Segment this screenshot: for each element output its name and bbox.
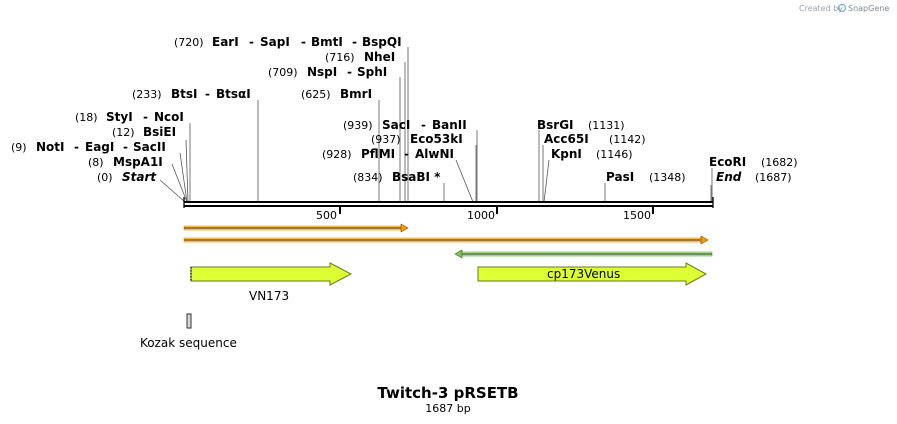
site-start: Start	[122, 170, 157, 184]
site-enzyme: BanII	[432, 118, 467, 132]
site-enzyme: EagI	[85, 140, 114, 154]
orf-2	[183, 235, 709, 245]
site-enzyme: NcoI	[154, 110, 184, 124]
separator: -	[352, 35, 357, 49]
site-pos: (1131)	[588, 119, 625, 132]
site-enzyme: SapI	[260, 35, 290, 49]
site-pos: (9)	[11, 141, 27, 154]
site-pos: (834)	[353, 171, 383, 184]
scale-tick-label: 500	[316, 209, 337, 222]
line-kpnI	[543, 159, 550, 203]
snapgene-logo-icon	[837, 3, 847, 13]
site-pos: (928)	[322, 148, 352, 161]
site-pos: (1146)	[596, 148, 633, 161]
separator: -	[301, 35, 306, 49]
site-enzyme: BsrGI	[537, 118, 574, 132]
site-enzyme: Acc65I	[544, 132, 589, 146]
site-enzyme: SacI	[382, 118, 410, 132]
site-pos: (1682)	[761, 156, 798, 169]
separator: -	[123, 140, 128, 154]
separator: -	[404, 147, 409, 161]
site-pos: (720)	[174, 36, 204, 49]
site-end: End	[716, 170, 742, 184]
line-start	[159, 179, 186, 203]
credit-text: Created by	[799, 4, 843, 13]
site-pos: (0)	[97, 171, 113, 184]
site-enzyme: SacII	[133, 140, 166, 154]
site-pos: (937)	[371, 133, 401, 146]
site-enzyme: BmrI	[340, 87, 372, 101]
scale-tick-label: 1500	[623, 209, 651, 222]
feature-label: VN173	[249, 289, 289, 303]
snapgene-brand: SnapGene	[848, 4, 889, 13]
site-enzyme: BtsI	[171, 87, 198, 101]
feature-label: cp173Venus	[547, 267, 620, 281]
line-notI	[179, 152, 188, 203]
site-pos: (1142)	[609, 133, 646, 146]
line-pflMI	[455, 159, 474, 203]
separator: -	[205, 87, 210, 101]
site-enzyme: NspI	[307, 65, 337, 79]
site-enzyme: MspA1I	[113, 155, 163, 169]
cut-site-lines	[159, 47, 713, 203]
site-pos: (8)	[88, 156, 104, 169]
site-enzyme: BtsαI	[216, 87, 251, 101]
separator: -	[347, 65, 352, 79]
feature-kozak: Kozak sequence	[140, 313, 237, 350]
orf-3	[454, 249, 713, 259]
site-enzyme: KpnI	[551, 147, 582, 161]
separator: -	[74, 140, 79, 154]
site-enzyme: PflMI	[361, 147, 395, 161]
site-enzyme: EarI	[212, 35, 239, 49]
plasmid-name: Twitch-3 pRSETB	[377, 384, 518, 402]
site-enzyme: BspQI	[362, 35, 402, 49]
site-pos: (18)	[75, 111, 98, 124]
site-pos: (12)	[112, 126, 135, 139]
line-bsiEI	[185, 139, 189, 203]
separator: -	[249, 35, 254, 49]
site-pos: (1348)	[649, 171, 686, 184]
site-enzyme: EcoRI	[709, 155, 746, 169]
feature-label: Kozak sequence	[140, 336, 237, 350]
site-enzyme: BmtI	[311, 35, 343, 49]
site-enzyme: StyI	[106, 110, 133, 124]
scale-tick-label: 1000	[467, 209, 495, 222]
site-pos: (1687)	[755, 171, 792, 184]
site-pos: (709)	[268, 66, 298, 79]
site-enzyme: BsiEI	[143, 125, 176, 139]
site-enzyme: NotI	[36, 140, 65, 154]
site-enzyme: SphI	[357, 65, 387, 79]
site-enzyme: BsaBI *	[392, 170, 441, 184]
site-pos: (939)	[343, 119, 373, 132]
site-enzyme: NheI	[364, 50, 395, 64]
feature-vn173: VN173	[190, 262, 353, 303]
site-enzyme: AlwNI	[415, 147, 454, 161]
orf-1	[183, 223, 409, 233]
feature-cp173venus: cp173Venus	[477, 262, 708, 286]
site-enzyme: PasI	[606, 170, 634, 184]
separator: -	[421, 118, 426, 132]
site-enzyme: Eco53kI	[410, 132, 463, 146]
site-pos: (625)	[301, 88, 331, 101]
site-pos: (233)	[132, 88, 162, 101]
site-pos: (716)	[325, 51, 355, 64]
plasmid-length: 1687 bp	[425, 402, 470, 415]
separator: -	[143, 110, 148, 124]
line-mspA1I	[171, 163, 188, 203]
site-earI-group: (720) EarI - SapI - BmtI - BspQI	[174, 35, 402, 49]
